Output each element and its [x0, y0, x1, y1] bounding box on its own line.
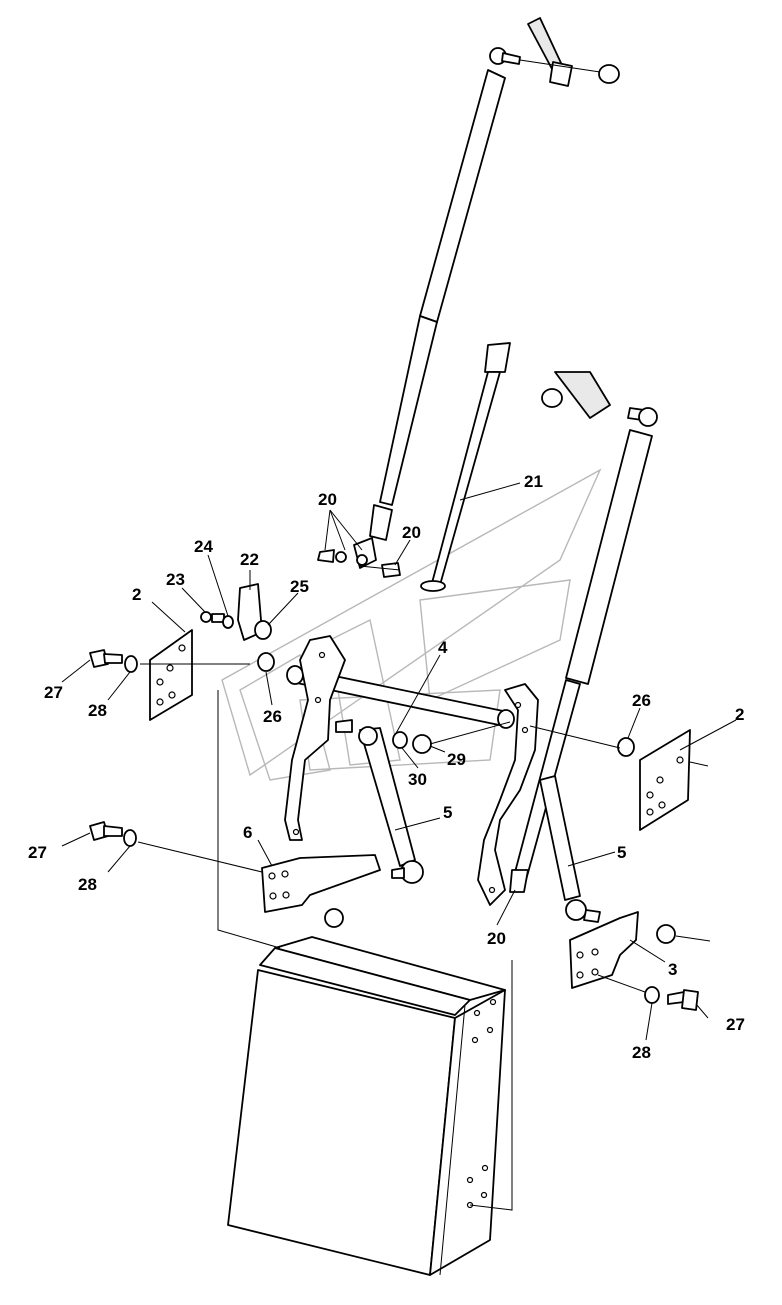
callout-24: 24 [194, 537, 213, 556]
callout-28-mid: 28 [78, 875, 97, 894]
hinge-plate-2-left [149, 629, 193, 721]
cabinet-block [217, 690, 513, 1276]
hinge-lever-left [284, 635, 346, 841]
callout-5-right: 5 [617, 843, 626, 862]
callout-21: 21 [524, 472, 543, 491]
callout-20-b: 20 [402, 523, 421, 542]
hinge-plate-2-right [639, 729, 691, 831]
callout-6: 6 [243, 823, 252, 842]
callout-3: 3 [668, 960, 677, 979]
callout-2-right: 2 [735, 705, 744, 724]
callout-4: 4 [438, 638, 448, 657]
bolts-washers-27-28 [89, 649, 699, 1011]
callout-20-a: 20 [318, 490, 337, 509]
connecting-rod-5-right [539, 775, 601, 923]
hinge-plate-6 [261, 854, 381, 928]
gas-strut-right [509, 371, 658, 893]
watermark-logo [221, 468, 602, 781]
callout-27-top: 27 [44, 683, 63, 702]
callout-27-right: 27 [726, 1015, 745, 1034]
callout-20-c: 20 [487, 929, 506, 948]
gas-strut-top [369, 17, 620, 541]
cross-shaft-4 [286, 665, 515, 729]
callout-2-left: 2 [132, 585, 141, 604]
callout-22: 22 [240, 550, 259, 569]
connecting-rod-5-left [335, 719, 424, 884]
callout-26-left: 26 [263, 707, 282, 726]
support-rod-21 [420, 342, 511, 592]
callout-23: 23 [166, 570, 185, 589]
callout-28-right: 28 [632, 1043, 651, 1062]
callout-25: 25 [290, 577, 309, 596]
washer-nut-29-30 [392, 731, 432, 754]
callout-28-top: 28 [88, 701, 107, 720]
callout-leaders [61, 482, 737, 1041]
hinge-lever-right [477, 683, 539, 906]
callout-29: 29 [447, 750, 466, 769]
bracket-22-parts [200, 583, 635, 757]
strut-end-fitting-20 [317, 537, 401, 578]
hinge-plate-3 [569, 911, 676, 989]
callout-27-mid: 27 [28, 843, 47, 862]
callout-30: 30 [408, 770, 427, 789]
callout-labels: 2 2 3 4 5 5 6 20 20 20 21 22 23 24 25 26… [28, 472, 745, 1062]
callout-5-left: 5 [443, 803, 452, 822]
callout-26-right: 26 [632, 691, 651, 710]
